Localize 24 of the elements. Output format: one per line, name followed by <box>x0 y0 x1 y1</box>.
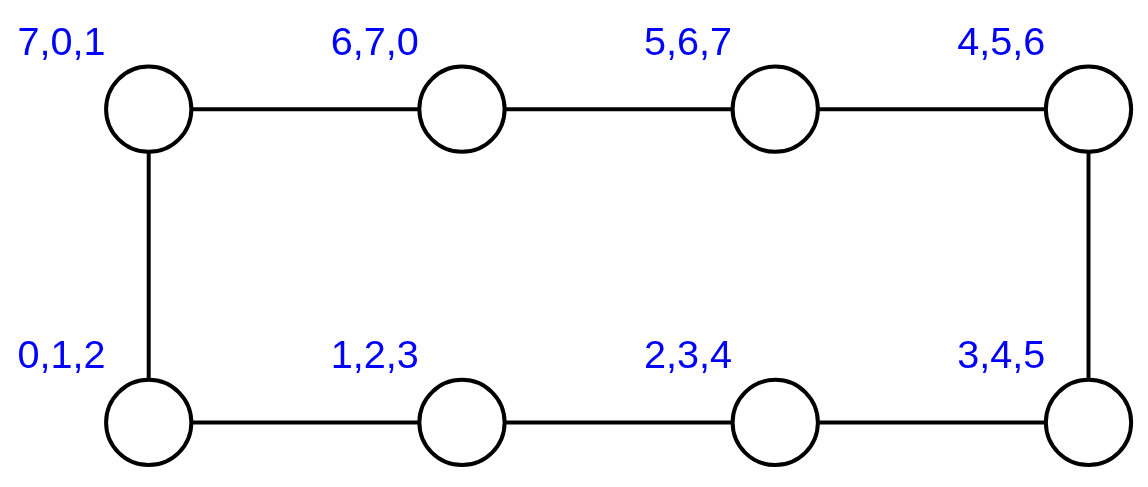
node-circle <box>104 377 194 467</box>
node-circle <box>417 377 507 467</box>
node-label: 6,7,0 <box>330 18 419 63</box>
connector <box>504 419 733 424</box>
connector <box>1086 151 1091 379</box>
connector <box>191 419 420 424</box>
node-label: 3,4,5 <box>957 331 1046 376</box>
node-circle <box>417 64 507 154</box>
connector <box>191 106 420 111</box>
connector <box>146 151 151 379</box>
node-circle <box>730 64 820 154</box>
node-circle <box>1043 64 1134 154</box>
node-circle <box>104 64 194 154</box>
node-circle <box>730 377 820 467</box>
node-label: 1,2,3 <box>330 331 419 376</box>
node-label: 7,0,1 <box>17 18 106 63</box>
node-label: 2,3,4 <box>643 331 733 376</box>
node-label: 4,5,6 <box>957 18 1046 63</box>
node-label: 0,1,2 <box>17 331 106 376</box>
connector <box>818 419 1046 424</box>
connector <box>818 106 1046 111</box>
node-circle <box>1043 377 1134 467</box>
connector <box>504 106 733 111</box>
node-label: 5,6,7 <box>643 18 733 63</box>
